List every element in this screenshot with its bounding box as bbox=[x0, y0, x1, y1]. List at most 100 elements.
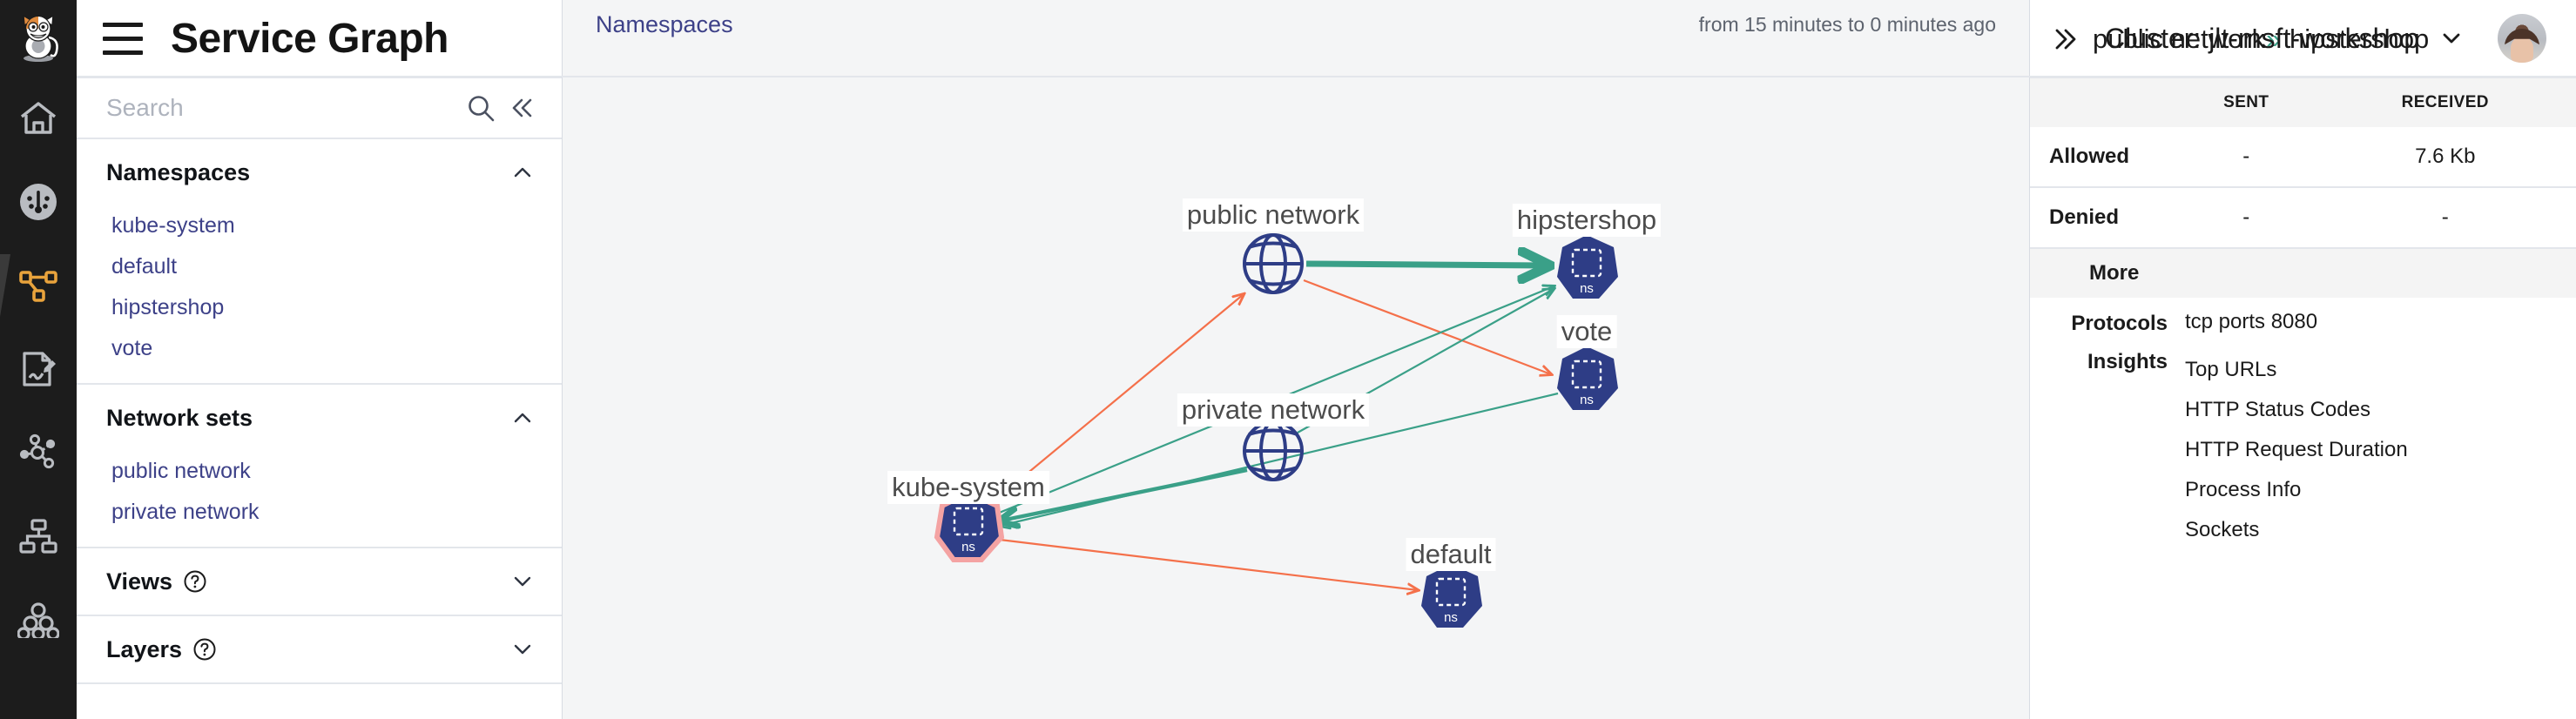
calico-cat-logo[interactable] bbox=[0, 0, 77, 77]
sidebar-section-namespaces: Namespaces kube-system default hipstersh… bbox=[77, 139, 562, 385]
detail-panel-header: public network» hipstershop bbox=[2030, 0, 2576, 78]
detail-title-to: hipstershop bbox=[2289, 23, 2430, 54]
node-label-kube-system[interactable]: kube-system bbox=[887, 471, 1049, 504]
section-title: Layers bbox=[106, 635, 183, 662]
node-label-hipstershop[interactable]: hipstershop bbox=[1512, 204, 1662, 237]
node-kube-system[interactable]: ns bbox=[934, 489, 1005, 562]
row-label-denied: Denied bbox=[2030, 187, 2178, 249]
user-avatar[interactable] bbox=[2498, 14, 2546, 63]
node-hipstershop[interactable]: ns bbox=[1557, 235, 1618, 299]
search-row bbox=[77, 77, 562, 139]
detail-title-from: public network bbox=[2093, 23, 2266, 54]
column-header-sent: SENT bbox=[2178, 78, 2315, 127]
sidebar-section-layers: Layers bbox=[77, 616, 562, 684]
sidebar-section-header-network-sets[interactable]: Network sets bbox=[77, 385, 562, 451]
chevron-down-icon[interactable] bbox=[509, 568, 536, 595]
node-label-default[interactable]: default bbox=[1406, 538, 1496, 571]
edge-public-network-hipstershop[interactable] bbox=[1305, 264, 1546, 265]
sidebar-item-public-network[interactable]: public network bbox=[111, 459, 251, 483]
cluster-label: Cluster: jlt-msft-workshop bbox=[2105, 22, 2419, 54]
cluster-selector[interactable]: Cluster: jlt-msft-workshop bbox=[2105, 23, 2465, 55]
sidebar-section-views: Views bbox=[77, 548, 562, 616]
sidebar-section-header-namespaces[interactable]: Namespaces bbox=[77, 139, 562, 205]
node-label-private-network[interactable]: private network bbox=[1177, 393, 1370, 427]
home-icon bbox=[18, 100, 58, 137]
sidebar-section-network-sets: Network sets public network private netw… bbox=[77, 385, 562, 548]
detail-panel: public network» hipstershop SENT RECEIVE… bbox=[2029, 0, 2576, 719]
table-row-allowed: Allowed - 7.6 Kb bbox=[2030, 127, 2576, 188]
sidebar-item-hierarchy[interactable] bbox=[0, 494, 77, 578]
graph-toolbar: Namespaces from 15 minutes to 0 minutes … bbox=[563, 0, 2029, 49]
sidebar-section-header-views[interactable]: Views bbox=[77, 548, 562, 615]
more-section-header[interactable]: More bbox=[2030, 249, 2576, 298]
chevron-double-right-icon[interactable] bbox=[2049, 24, 2079, 54]
help-circle-icon[interactable] bbox=[192, 637, 217, 662]
sidebar-item-default[interactable]: default bbox=[111, 254, 178, 279]
insight-top-urls[interactable]: Top URLs bbox=[2185, 358, 2277, 381]
sidebar-item-private-network[interactable]: private network bbox=[111, 500, 260, 524]
insight-http-status-codes[interactable]: HTTP Status Codes bbox=[2185, 398, 2370, 421]
node-sub-label: ns bbox=[1580, 281, 1594, 296]
cell-denied-received: - bbox=[2314, 187, 2576, 249]
time-range-label[interactable]: from 15 minutes to 0 minutes ago bbox=[1698, 12, 1996, 36]
dashboard-gauge-icon bbox=[18, 182, 58, 222]
hamburger-icon[interactable] bbox=[98, 13, 148, 64]
node-private-network[interactable] bbox=[1243, 420, 1304, 481]
edge-kube-system-default[interactable] bbox=[999, 538, 1418, 590]
network-nodes-icon bbox=[17, 433, 59, 472]
namespace-list: kube-system default hipstershop vote bbox=[77, 205, 562, 383]
sidebar-item-policies[interactable] bbox=[0, 327, 77, 411]
search-input[interactable] bbox=[106, 94, 454, 122]
page-title: Service Graph bbox=[171, 15, 449, 62]
table-row-denied: Denied - - bbox=[2030, 187, 2576, 249]
node-label-vote[interactable]: vote bbox=[1556, 315, 1617, 348]
search-icon[interactable] bbox=[466, 93, 496, 123]
chevron-down-icon[interactable] bbox=[2438, 25, 2465, 51]
chevron-up-icon[interactable] bbox=[509, 159, 536, 185]
sidebar-item-hipstershop[interactable]: hipstershop bbox=[111, 295, 225, 319]
edge-public-network-vote[interactable] bbox=[1303, 279, 1551, 374]
node-default[interactable]: ns bbox=[1421, 564, 1482, 628]
hierarchy-icon bbox=[17, 518, 59, 554]
sidebar-item-nodes[interactable] bbox=[0, 411, 77, 494]
chevron-down-icon[interactable] bbox=[509, 636, 536, 662]
graph-svg: ns ns ns bbox=[934, 233, 1618, 628]
insight-sockets[interactable]: Sockets bbox=[2185, 518, 2260, 541]
row-label-allowed: Allowed bbox=[2030, 127, 2178, 188]
header-divider bbox=[77, 76, 2576, 77]
chevron-up-icon[interactable] bbox=[509, 405, 536, 431]
service-graph-icon bbox=[17, 266, 59, 305]
section-title: Views bbox=[106, 568, 173, 595]
breadcrumb[interactable]: Namespaces bbox=[596, 10, 733, 37]
insight-http-request-duration[interactable]: HTTP Request Duration bbox=[2185, 438, 2408, 461]
insights-row: Insights Top URLs HTTP Status Codes HTTP… bbox=[2030, 336, 2576, 550]
section-title: Network sets bbox=[106, 404, 253, 431]
top-right-header: Cluster: jlt-msft-workshop bbox=[2105, 0, 2576, 77]
node-label-public-network[interactable]: public network bbox=[1182, 198, 1365, 232]
chevron-double-left-icon[interactable] bbox=[508, 94, 536, 122]
left-sidebar-panel: Service Graph Namespaces bbox=[77, 0, 563, 719]
sidebar-item-cluster[interactable] bbox=[0, 578, 77, 662]
insights-label: Insights bbox=[2087, 350, 2168, 373]
node-sub-label: ns bbox=[1444, 610, 1458, 625]
column-header-blank bbox=[2030, 78, 2178, 127]
graph-svg-container[interactable]: ns ns ns bbox=[563, 49, 2029, 719]
network-set-list: public network private network bbox=[77, 451, 562, 547]
detail-panel-title: public network» hipstershop bbox=[2093, 24, 2429, 55]
detail-title-separator: » bbox=[2266, 23, 2282, 54]
help-circle-icon[interactable] bbox=[183, 569, 207, 594]
node-public-network[interactable] bbox=[1243, 233, 1304, 294]
sidebar-item-home[interactable] bbox=[0, 77, 77, 160]
sidebar-header: Service Graph bbox=[77, 0, 562, 77]
edge-private-network-kube-system[interactable] bbox=[1001, 467, 1248, 521]
node-vote[interactable]: ns bbox=[1557, 346, 1618, 410]
table-header-row: SENT RECEIVED bbox=[2030, 78, 2576, 127]
sidebar-item-kube-system[interactable]: kube-system bbox=[111, 213, 235, 238]
cell-allowed-received: 7.6 Kb bbox=[2314, 127, 2576, 188]
sidebar-section-header-layers[interactable]: Layers bbox=[77, 616, 562, 682]
sidebar-item-dashboard[interactable] bbox=[0, 160, 77, 244]
sidebar-item-service-graph[interactable] bbox=[0, 244, 77, 327]
insight-process-info[interactable]: Process Info bbox=[2185, 478, 2302, 501]
sidebar-item-vote[interactable]: vote bbox=[111, 336, 153, 360]
